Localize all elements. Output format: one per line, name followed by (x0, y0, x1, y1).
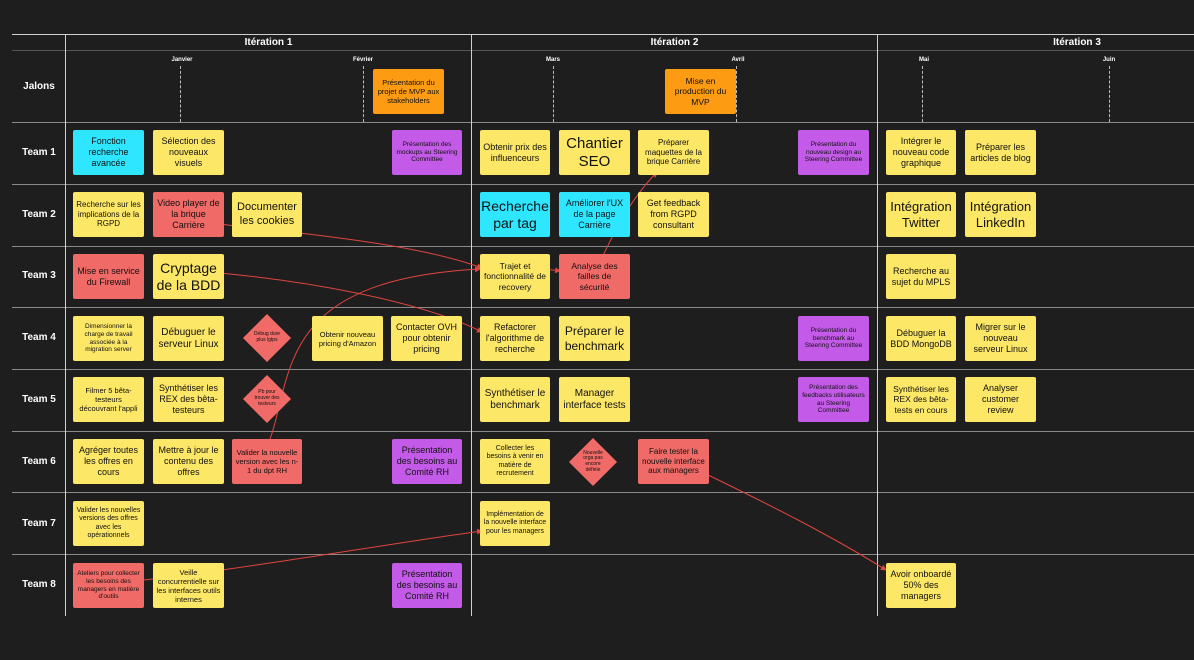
sticky-note[interactable]: Chantier SEO (559, 130, 630, 175)
milestone-card[interactable]: Mise en production du MVP (665, 69, 736, 114)
sticky-note[interactable]: Synthétiser les REX des bêta-tests en co… (886, 377, 956, 422)
row-divider (12, 246, 1194, 247)
sticky-note[interactable]: Intégrer le nouveau code graphique (886, 130, 956, 175)
column-divider (471, 34, 472, 616)
column-divider (877, 34, 878, 616)
sticky-note[interactable]: Synthétiser les REX des bêta-testeurs (153, 377, 224, 422)
sticky-note[interactable]: Fonction recherche avancée (73, 130, 144, 175)
row-label-team-8: Team 8 (22, 579, 56, 590)
sticky-note[interactable]: Video player de la brique Carrière (153, 192, 224, 237)
sticky-note[interactable]: Contacter OVH pour obtenir pricing (391, 316, 462, 361)
row-label-jalons: Jalons (23, 81, 55, 92)
sticky-note[interactable]: Avoir onboardé 50% des managers (886, 563, 956, 608)
row-label-team-4: Team 4 (22, 332, 56, 343)
sticky-note[interactable]: Valider la nouvelle version avec les n-1… (232, 439, 302, 484)
sticky-note[interactable]: Veille concurrentielle sur les interface… (153, 563, 224, 608)
sticky-note[interactable]: Documenter les cookies (232, 192, 302, 237)
sticky-note[interactable]: Recherche par tag (480, 192, 550, 237)
sticky-note[interactable]: Améliorer l'UX de la page Carrière (559, 192, 630, 237)
month-line (180, 66, 181, 122)
sticky-note[interactable]: Migrer sur le nouveau serveur Linux (965, 316, 1036, 361)
sticky-note[interactable]: Obtenir prix des influenceurs (480, 130, 550, 175)
sticky-note[interactable]: Dimensionner la charge de travail associ… (73, 316, 144, 361)
sticky-note[interactable]: Présentation des mockups au Steering Com… (392, 130, 462, 175)
risk-diamond[interactable]: Pb pour trouver des testeurs (242, 374, 292, 424)
sticky-note[interactable]: Mettre à jour le contenu des offres (153, 439, 224, 484)
sticky-note[interactable]: Présentation du benchmark au Steering Co… (798, 316, 869, 361)
sticky-note[interactable]: Faire tester la nouvelle interface aux m… (638, 439, 709, 484)
risk-diamond[interactable]: Débug dure plus lgtps (242, 313, 292, 363)
month-label: Juin (1102, 57, 1116, 63)
sticky-note[interactable]: Présentation des feedbacks utilisateurs … (798, 377, 869, 422)
iteration-header: Itération 2 (650, 37, 699, 48)
arrow (701, 471, 887, 571)
milestone-card[interactable]: Présentation du projet de MVP aux stakeh… (373, 69, 444, 114)
sticky-note[interactable]: Synthétiser le benchmark (480, 377, 550, 422)
sticky-note[interactable]: Recherche sur les implications de la RGP… (73, 192, 144, 237)
month-line (363, 66, 364, 122)
sticky-note[interactable]: Implémentation de la nouvelle interface … (480, 501, 550, 546)
month-line (736, 66, 737, 122)
iteration-header: Itération 1 (244, 37, 293, 48)
sticky-note[interactable]: Préparer le benchmark (559, 316, 630, 361)
month-label: Février (352, 57, 374, 63)
row-label-team-5: Team 5 (22, 394, 56, 405)
iteration-header: Itération 3 (1053, 37, 1101, 48)
sticky-note[interactable]: Trajet et fonctionnalité de recovery (480, 254, 550, 299)
sticky-note[interactable]: Intégration LinkedIn (965, 192, 1036, 237)
row-divider (12, 554, 1194, 555)
month-line (553, 66, 554, 122)
risk-diamond-label: Pb pour trouver des testeurs (254, 389, 280, 407)
sticky-note[interactable]: Valider les nouvelles versions des offre… (73, 501, 144, 546)
sticky-note[interactable]: Débuguer la BDD MongoDB (886, 316, 956, 361)
sticky-note[interactable]: Analyse des failles de sécurité (559, 254, 630, 299)
row-label-team-1: Team 1 (22, 147, 56, 158)
sticky-note[interactable]: Présentation du nouveau design au Steeri… (798, 130, 869, 175)
month-line (1109, 66, 1110, 122)
row-divider (12, 431, 1194, 432)
sticky-note[interactable]: Filmer 5 bêta-testeurs découvrant l'appl… (73, 377, 144, 422)
row-divider (12, 492, 1194, 493)
sticky-note[interactable]: Mise en service du Firewall (73, 254, 144, 299)
column-divider (65, 34, 66, 616)
sticky-note[interactable]: Préparer les articles de blog (965, 130, 1036, 175)
sticky-note[interactable]: Préparer maquettes de la brique Carrière (638, 130, 709, 175)
row-divider (12, 50, 1194, 51)
row-label-team-2: Team 2 (22, 209, 56, 220)
sticky-note[interactable]: Intégration Twitter (886, 192, 956, 237)
month-label: Mars (545, 57, 561, 63)
risk-diamond-label: Débug dure plus lgtps (253, 331, 281, 343)
month-line (922, 66, 923, 122)
month-label: Mai (918, 57, 930, 63)
row-divider (12, 307, 1194, 308)
sticky-note[interactable]: Analyser customer review (965, 377, 1036, 422)
row-divider (12, 184, 1194, 185)
risk-diamond-label: Nouvelle orga pas encore définie (583, 449, 603, 473)
row-label-team-7: Team 7 (22, 518, 56, 529)
sticky-note[interactable]: Collecter les besoins à venir en matière… (480, 439, 550, 484)
sticky-note[interactable]: Obtenir nouveau pricing d'Amazon (312, 316, 383, 361)
sticky-note[interactable]: Recherche au sujet du MPLS (886, 254, 956, 299)
sticky-note[interactable]: Sélection des nouveaux visuels (153, 130, 224, 175)
row-divider (12, 122, 1194, 123)
sticky-note[interactable]: Refactorer l'algorithme de recherche (480, 316, 550, 361)
sticky-note[interactable]: Débuguer le serveur Linux (153, 316, 224, 361)
sticky-note[interactable]: Ateliers pour collecter les besoins des … (73, 563, 144, 608)
arrow (266, 266, 481, 448)
sticky-note[interactable]: Agréger toutes les offres en cours (73, 439, 144, 484)
risk-diamond[interactable]: Nouvelle orga pas encore définie (568, 437, 618, 487)
row-label-team-6: Team 6 (22, 456, 56, 467)
month-label: Janvier (171, 57, 193, 63)
row-divider (12, 369, 1194, 370)
sticky-note[interactable]: Get feedback from RGPD consultant (638, 192, 709, 237)
sticky-note[interactable]: Présentation des besoins au Comité RH (392, 563, 462, 608)
month-label: Avril (731, 57, 745, 63)
sticky-note[interactable]: Cryptage de la BDD (153, 254, 224, 299)
sticky-note[interactable]: Présentation des besoins au Comité RH (392, 439, 462, 484)
row-label-team-3: Team 3 (22, 270, 56, 281)
sticky-note[interactable]: Manager interface tests (559, 377, 630, 422)
header-line (12, 34, 1194, 35)
